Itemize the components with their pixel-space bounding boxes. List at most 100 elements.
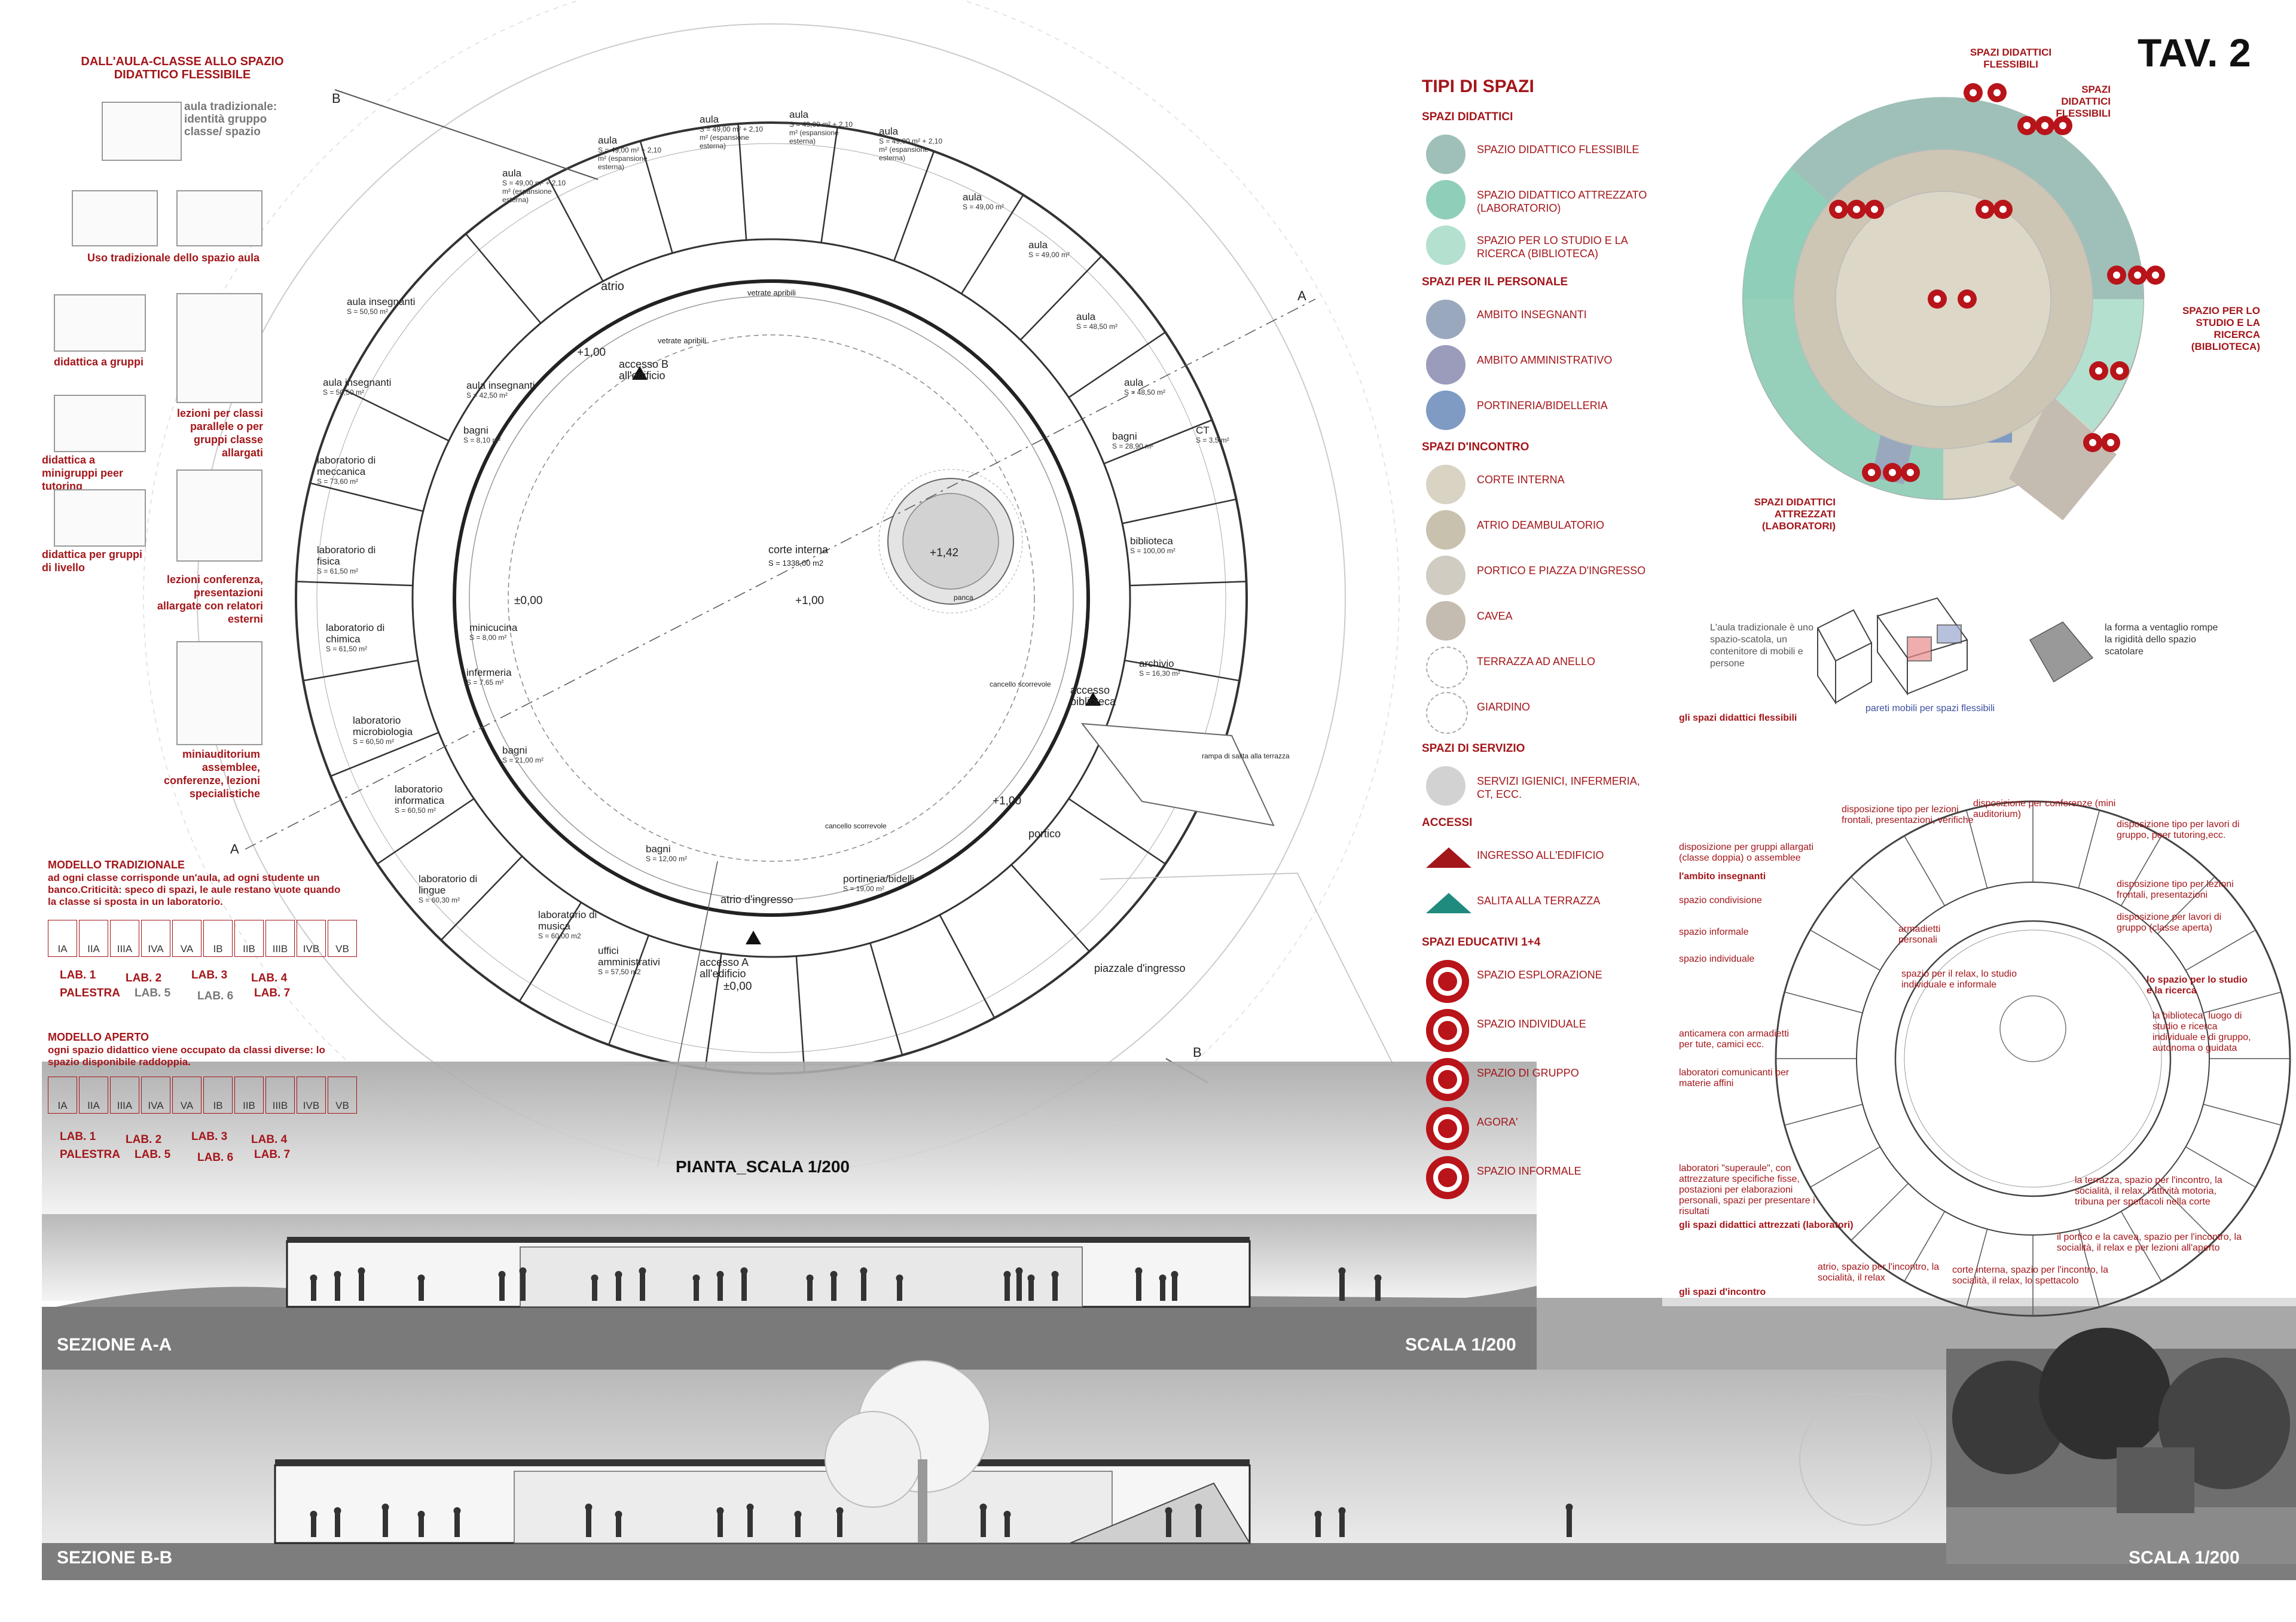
gruppi-sketch xyxy=(54,294,146,352)
accesso-biblioteca-marker xyxy=(1085,692,1101,706)
plan-annotation-atrio: atrio xyxy=(601,280,624,293)
lab-label: LAB. 1 xyxy=(60,1130,96,1143)
atrio-inner-wall xyxy=(453,279,1090,917)
note-anticamera: anticamera con armadietti per tute, cami… xyxy=(1679,1029,1790,1050)
cavea-seats xyxy=(1070,1482,1251,1544)
furnished-divider xyxy=(1784,991,1863,1014)
section-b-label: SEZIONE B-B xyxy=(57,1548,173,1568)
legend-item-label: SPAZIO PER LO STUDIO E LA RICERCA (BIBLI… xyxy=(1477,234,1628,260)
legend-swatch xyxy=(1426,345,1465,385)
educational-space-dot-core xyxy=(1999,206,2007,213)
room-divider xyxy=(303,659,419,682)
class-cell: IIIA xyxy=(110,920,139,957)
furnished-divider xyxy=(2157,1183,2215,1241)
aula-tradizionale-sketch xyxy=(102,102,182,161)
legend-item-label: AGORA' xyxy=(1477,1116,1518,1128)
educational-space-dot-core xyxy=(2134,272,2141,279)
plan-annotation-cancello1: cancello scorrevole xyxy=(990,680,1051,688)
room-area: S = 60,50 m² xyxy=(395,806,436,815)
room-divider xyxy=(343,389,450,442)
furnished-divider xyxy=(2078,810,2100,889)
room-area: S = 61,50 m² xyxy=(326,645,368,653)
legend-swatch xyxy=(1426,556,1465,595)
note-disp-frontali: disposizione tipo per lezioni frontali, … xyxy=(1842,804,1974,825)
pareti-sketch xyxy=(1876,597,1968,696)
conferenza-sketch xyxy=(176,469,262,562)
room-divider xyxy=(296,581,413,587)
diagram-lab-arc xyxy=(1742,167,1830,299)
attrezzati-label: SPAZI DIDATTICI ATTREZZATI (LABORATORI) xyxy=(1754,496,1836,532)
livello-sketch xyxy=(54,489,146,547)
furnished-divider xyxy=(1904,836,1946,906)
lab-label: LAB. 4 xyxy=(251,972,288,984)
class-cell-label: IIIB xyxy=(272,1100,288,1111)
note-didattici-attrezzati: gli spazi didattici attrezzati (laborato… xyxy=(1679,1220,1854,1230)
corte-dashed xyxy=(508,334,1035,862)
room-name: bagni xyxy=(1112,431,1137,442)
person-head xyxy=(1195,1504,1202,1511)
plan-sky-strip xyxy=(42,1062,1537,1214)
room-name: aula xyxy=(598,135,618,146)
flessibili-label-b: SPAZI DIDATTICI FLESSIBILI xyxy=(2056,84,2111,119)
room-divider xyxy=(704,953,722,1069)
educational-space-dot-core xyxy=(2095,367,2102,374)
person-head xyxy=(417,1511,425,1518)
room-divider xyxy=(1010,864,1090,952)
plan-annotation-accesso-b: accesso B all'edificio xyxy=(619,358,669,382)
person-head xyxy=(1003,1271,1011,1278)
accesso-b-marker xyxy=(632,366,648,380)
legend-swatch xyxy=(1426,647,1468,688)
plan-annotation-mark-b2: B xyxy=(1193,1045,1202,1060)
legend-swatch xyxy=(1426,847,1471,868)
person-head xyxy=(615,1271,622,1278)
room-name: bagni xyxy=(463,425,488,436)
legend-item-label: SPAZIO DI GRUPPO xyxy=(1477,1067,1579,1079)
note-biblioteca-txt: la biblioteca, luogo di studio e ricerca… xyxy=(2152,1011,2251,1053)
room-area: S = 48,50 m² xyxy=(1076,322,1118,331)
plan-annotation-accesso-a: accesso A all'edificio xyxy=(700,956,749,980)
person-head xyxy=(334,1507,341,1514)
note-disp-aperta: disposizione per lavori di gruppo (class… xyxy=(2117,912,2222,933)
modello-trad-text: ad ogni classe corrisponde un'aula, ad o… xyxy=(48,872,341,907)
room-divider xyxy=(547,178,604,282)
educational-space-dot-core xyxy=(1853,206,1860,213)
lezioni-parallele-sketch xyxy=(176,293,262,403)
plan-annotation-panca: panca xyxy=(954,593,973,602)
class-cell-label: VA xyxy=(180,1100,194,1111)
room-area: S = 73,60 m² xyxy=(317,477,359,486)
note-disp-allargati: disposizione per gruppi allargati (class… xyxy=(1679,842,1814,863)
person-figure xyxy=(1136,1273,1141,1301)
person-figure xyxy=(831,1277,836,1301)
room-area: S = 8,00 m² xyxy=(469,633,507,642)
note-condivisione: spazio condivisione xyxy=(1679,895,1762,905)
person-head xyxy=(1338,1267,1346,1275)
person-head xyxy=(519,1267,527,1275)
lab-label: LAB. 1 xyxy=(60,969,96,981)
person-head xyxy=(740,1267,748,1275)
note-disp-gruppo: disposizione tipo per lavori di gruppo, … xyxy=(2117,819,2240,840)
legend-item-label: SPAZIO DIDATTICO FLESSIBILE xyxy=(1477,144,1639,156)
room-name: bagni xyxy=(646,843,671,855)
person-head xyxy=(794,1511,802,1518)
facade-line xyxy=(316,143,1226,1053)
room-area: S = 42,50 m² xyxy=(466,391,508,400)
note-disp-conferenze: disposizione per conferenze (mini audito… xyxy=(1973,798,2116,819)
uso-trad-sketch-2 xyxy=(176,190,262,246)
person-head xyxy=(746,1504,754,1511)
room-divider xyxy=(377,798,475,865)
room-divider xyxy=(607,935,649,1045)
class-cell: IIB xyxy=(234,920,264,957)
person-figure xyxy=(1339,1513,1345,1537)
room-area: S = 3,5 m² xyxy=(1196,436,1229,444)
person-head xyxy=(1565,1504,1573,1511)
